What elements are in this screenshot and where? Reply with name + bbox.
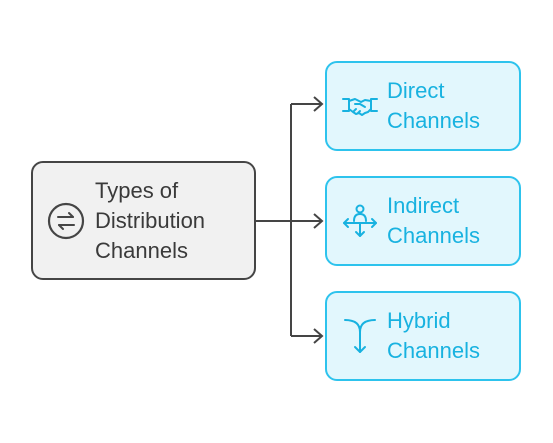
arrowhead-direct: [313, 96, 324, 112]
indirect-label-line-2: Channels: [387, 223, 480, 248]
person-arrows-icon: [341, 203, 379, 239]
direct-label-line-2: Channels: [387, 108, 480, 133]
root-label-line-3: Channels: [95, 237, 188, 263]
child-label-hybrid: Hybrid Channels: [387, 306, 480, 366]
handshake-icon: [341, 91, 379, 121]
root-node-label: Types of Distribution Channels: [95, 176, 205, 266]
arrowhead-indirect: [313, 213, 324, 229]
hybrid-label-line-1: Hybrid: [387, 308, 451, 333]
root-label-line-2: Distribution: [95, 207, 206, 233]
child-label-direct: Direct Channels: [387, 76, 480, 136]
direct-label-line-1: Direct: [387, 78, 445, 103]
arrowhead-hybrid: [313, 328, 324, 344]
exchange-arrows-icon: [47, 202, 85, 240]
merge-arrow-icon: [341, 316, 379, 356]
child-node-hybrid-channels: Hybrid Channels: [325, 291, 521, 381]
root-label-line-1: Types of: [95, 177, 179, 203]
indirect-label-line-1: Indirect: [387, 193, 460, 218]
child-node-indirect-channels: Indirect Channels: [325, 176, 521, 266]
hybrid-label-line-2: Channels: [387, 338, 480, 363]
child-node-direct-channels: Direct Channels: [325, 61, 521, 151]
child-label-indirect: Indirect Channels: [387, 191, 480, 251]
root-node-distribution-channels: Types of Distribution Channels: [31, 161, 256, 280]
